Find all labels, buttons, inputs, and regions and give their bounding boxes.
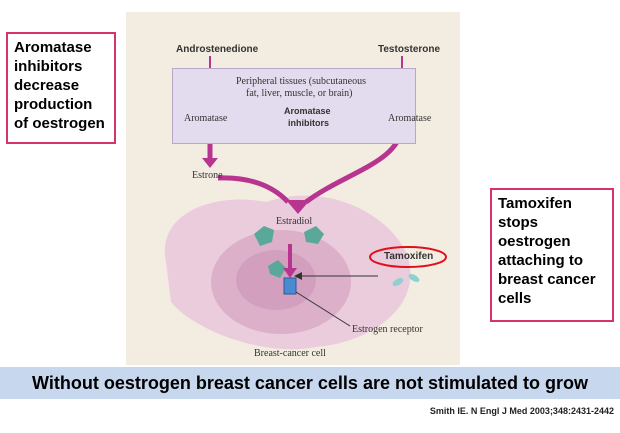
- pathway-graphics: [164, 56, 447, 350]
- inhibitors-label-line1: Aromatase: [284, 106, 331, 116]
- conclusion-text: Without oestrogen breast cancer cells ar…: [32, 372, 588, 393]
- estradiol-molecule-2: [304, 226, 324, 244]
- tamoxifen-figure-label: Tamoxifen: [384, 251, 434, 262]
- aromatase-right-label: Aromatase: [388, 113, 432, 124]
- conclusion-banner: Without oestrogen breast cancer cells ar…: [0, 367, 620, 399]
- estradiol-arrowhead: [286, 200, 310, 214]
- tamoxifen-callout: Tamoxifen stops oestrogen attaching to b…: [490, 188, 614, 322]
- receptor-shape: [283, 277, 297, 295]
- breast-cancer-cell-label: Breast-cancer cell: [254, 348, 326, 359]
- receptor-label-line: [295, 291, 351, 327]
- estrone-label: Estrone: [192, 170, 223, 181]
- estradiol-label: Estradiol: [276, 216, 313, 227]
- aromatase-left-label: Aromatase: [184, 113, 228, 124]
- estradiol-left-arrow: [217, 175, 290, 204]
- aromatase-callout-text: Aromatase inhibitors decrease production…: [14, 39, 105, 132]
- tamoxifen-highlight-oval: [369, 246, 447, 268]
- tamoxifen-pill-1: [392, 278, 404, 286]
- inhibitors-label-line2: inhibitors: [288, 118, 329, 128]
- testosterone-label: Testosterone: [378, 44, 441, 55]
- aromatase-callout: Aromatase inhibitors decrease production…: [6, 32, 116, 144]
- tamoxifen-callout-text: Tamoxifen stops oestrogen attaching to b…: [498, 195, 596, 307]
- pathway-figure: Androstenedione Testosterone Peripheral …: [126, 12, 460, 365]
- receptor-arrowhead: [283, 268, 297, 278]
- tamoxifen-arrowhead: [294, 272, 302, 280]
- estradiol-molecule-1: [254, 226, 274, 246]
- citation: Smith IE. N Engl J Med 2003;348:2431-244…: [429, 406, 614, 416]
- estradiol-molecule-3: [268, 260, 286, 278]
- estrone-arrowhead: [202, 158, 218, 168]
- tamoxifen-pill-2: [408, 274, 420, 282]
- peripheral-label-line2: fat, liver, muscle, or brain): [246, 88, 353, 99]
- androstenedione-label: Androstenedione: [176, 44, 259, 55]
- peripheral-tissues-box: [172, 68, 416, 144]
- cell-nucleus-inner: [236, 250, 316, 310]
- peripheral-label-line1: Peripheral tissues (subcutaneous: [236, 76, 366, 87]
- estrogen-receptor-label: Estrogen receptor: [352, 324, 423, 335]
